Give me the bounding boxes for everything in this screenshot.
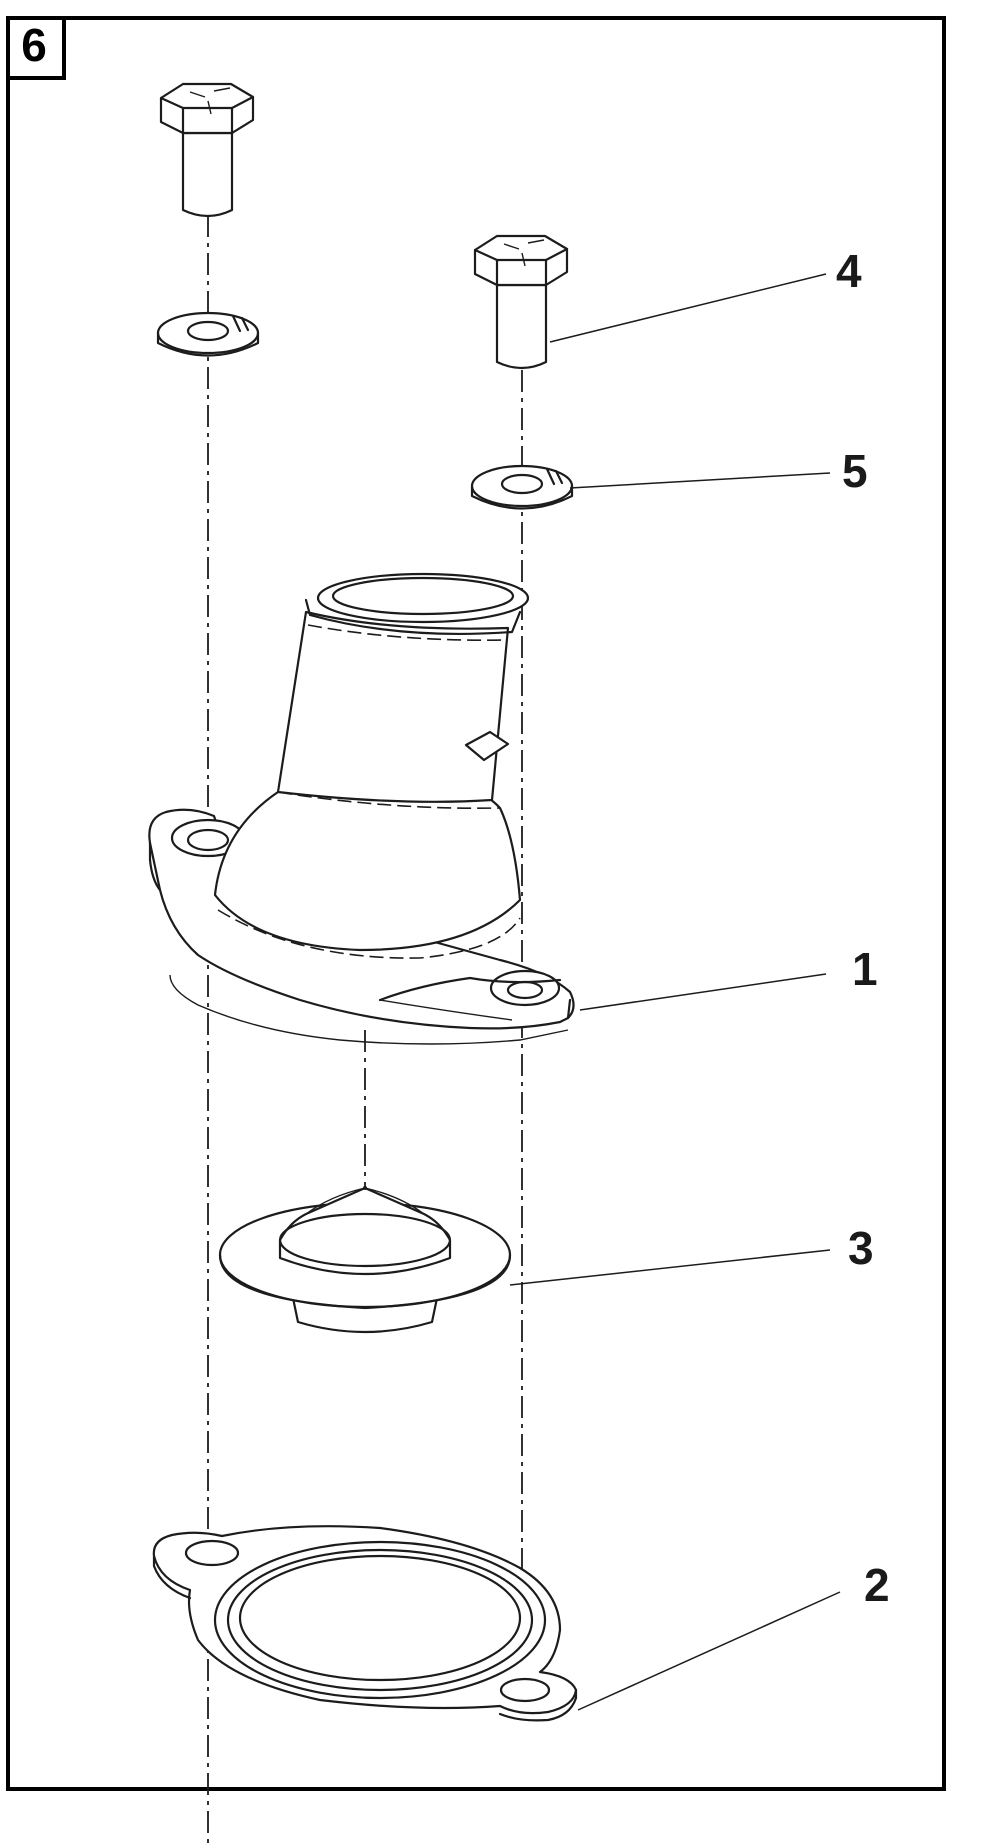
callout-1: 1	[852, 943, 878, 995]
thermostat	[218, 1186, 512, 1334]
callout-3: 3	[848, 1222, 874, 1274]
drawing-frame	[6, 16, 946, 1791]
bolt-left	[159, 82, 255, 218]
callout-4: 4	[836, 245, 862, 297]
page-number-box: 6	[6, 16, 66, 80]
gasket	[152, 1525, 578, 1722]
lock-washer-right	[470, 464, 574, 510]
callout-2: 2	[864, 1559, 890, 1611]
center-lines	[207, 215, 523, 1847]
bolt-right	[473, 234, 569, 370]
leader-lines	[509, 273, 841, 1711]
water-outlet-housing	[148, 572, 575, 1045]
lock-washer-left	[156, 311, 260, 357]
callout-5: 5	[842, 445, 868, 497]
